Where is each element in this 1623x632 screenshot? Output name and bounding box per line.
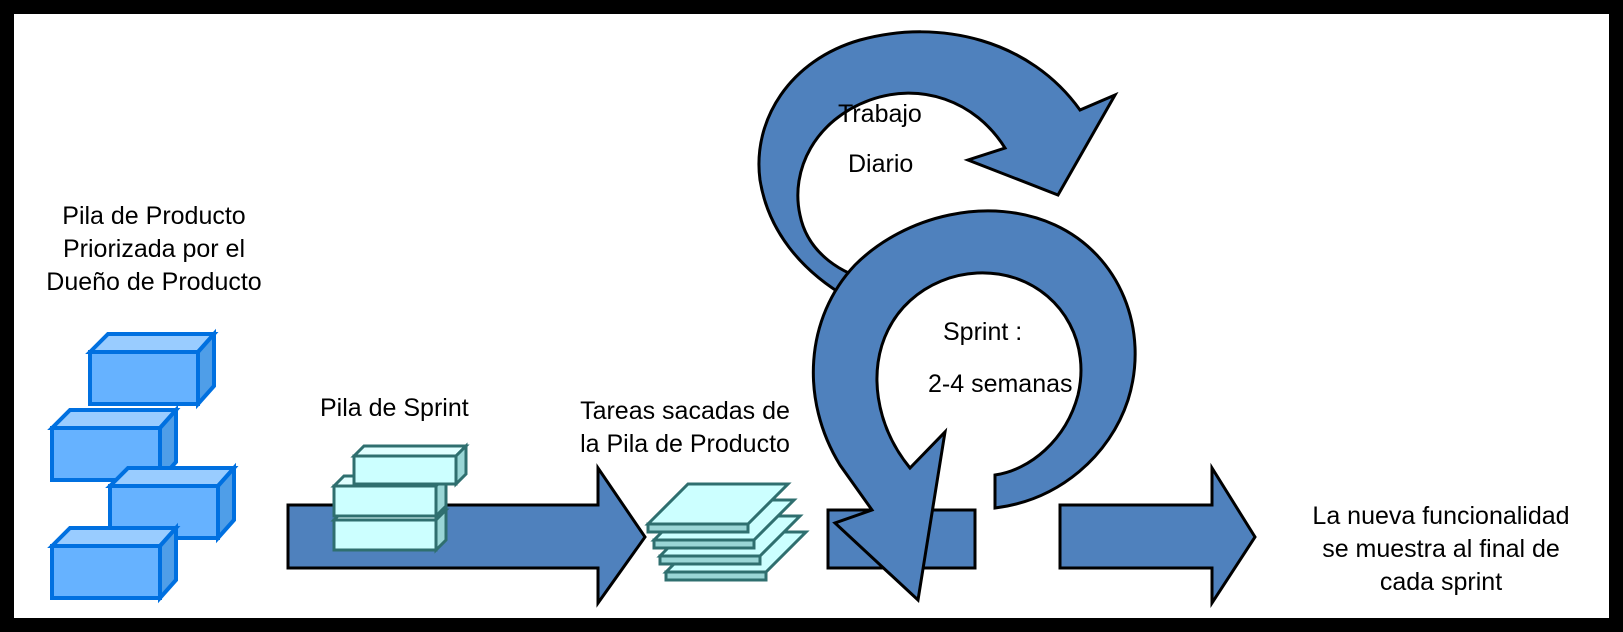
daily-work-label-line-2: Diario [848,150,914,178]
frame-border-left [0,0,14,632]
output-label-line-1: La nueva funcionalidad [1312,502,1570,530]
flow-arrow-output [1058,462,1257,609]
tasks-label-line-1: Tareas sacadas de [580,397,790,425]
output-label: La nueva funcionalidad se muestra al fin… [1276,500,1606,599]
sheet-3-edge [652,538,756,550]
stacked-teal-boxes-icon [330,442,470,554]
tasks-label: Tareas sacadas de la Pila de Producto [560,395,810,461]
backlog-box-second [47,404,181,486]
sprint-backlog-label: Pila de Sprint [320,394,469,422]
sprint-label-line-2: 2-4 semanas [928,370,1073,398]
backlog-box-bottom [47,522,181,604]
sheet-5-edge [664,570,768,582]
daily-work-loop-arrow [757,30,1119,300]
tasks-label-line-2: la Pila de Producto [580,430,790,458]
flow-arrow-backlog-to-tasks [286,463,647,608]
backlog-label-line-1: Pila de Producto [62,202,246,230]
stacked-blue-boxes-icon [47,328,239,604]
frame-border-top [0,0,1623,14]
daily-work-label-line-1: Trabajo [838,100,922,128]
sprint-box-top [350,442,470,488]
output-label-line-3: cada sprint [1379,568,1503,596]
backlog-label: Pila de Producto Priorizada por el Dueño… [24,200,284,299]
sheet-2-edge [646,522,750,534]
sprint-label-line-1: Sprint : [943,318,1023,346]
backlog-label-line-2: Priorizada por el [62,235,246,263]
stacked-sheets-icon [644,482,810,582]
sprint-loop-arrow [811,209,1137,604]
backlog-label-line-3: Dueño de Producto [46,268,262,296]
output-label-line-2: se muestra al final de [1322,535,1560,563]
sheet-4-edge [658,554,762,566]
backlog-box-top [85,328,219,410]
frame-border-bottom [0,618,1623,632]
frame-border-right [1609,0,1623,632]
